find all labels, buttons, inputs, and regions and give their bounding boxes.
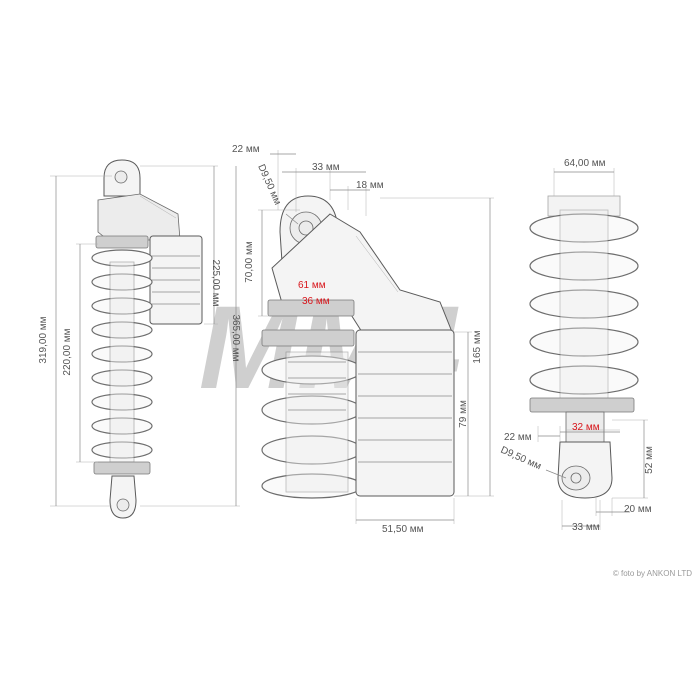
center-dim-165: 165 мм [472, 330, 483, 363]
right-dimensions [537, 168, 648, 530]
center-dim-22: 22 мм [232, 144, 260, 155]
left-dimensions [50, 165, 240, 507]
right-bolt-diameter: D9,50 мм [499, 445, 543, 473]
left-stroke-length-label: 365,00 мм [230, 314, 241, 361]
right-dim-22: 22 мм [504, 432, 532, 443]
photo-credit: © foto by ANKON LTD [613, 569, 692, 578]
left-spring-length-label: 220,00 мм [62, 328, 73, 375]
center-dim-18: 18 мм [356, 180, 384, 191]
right-dim-20: 20 мм [624, 504, 652, 515]
center-dim-36: 36 мм [302, 296, 330, 307]
center-dim-79: 79 мм [458, 400, 469, 428]
center-dim-61: 61 мм [298, 280, 326, 291]
right-dim-33: 33 мм [572, 522, 600, 533]
center-dim-33: 33 мм [312, 162, 340, 173]
center-dimensions [258, 150, 494, 524]
center-bolt-diameter: D9,50 мм [255, 163, 283, 207]
left-shock-view [91, 159, 203, 519]
right-dim-52: 52 мм [644, 446, 655, 474]
right-spring-width: 64,00 мм [564, 158, 606, 169]
left-reservoir-length-label: 225,00 мм [210, 259, 221, 306]
center-reservoir-width: 51,50 мм [382, 524, 424, 535]
center-dim-70: 70,00 мм [244, 241, 255, 283]
right-dim-32: 32 мм [572, 422, 600, 433]
right-shock-view [529, 195, 639, 499]
center-shock-view [261, 195, 455, 499]
left-total-length-label: 319,00 мм [38, 316, 49, 363]
